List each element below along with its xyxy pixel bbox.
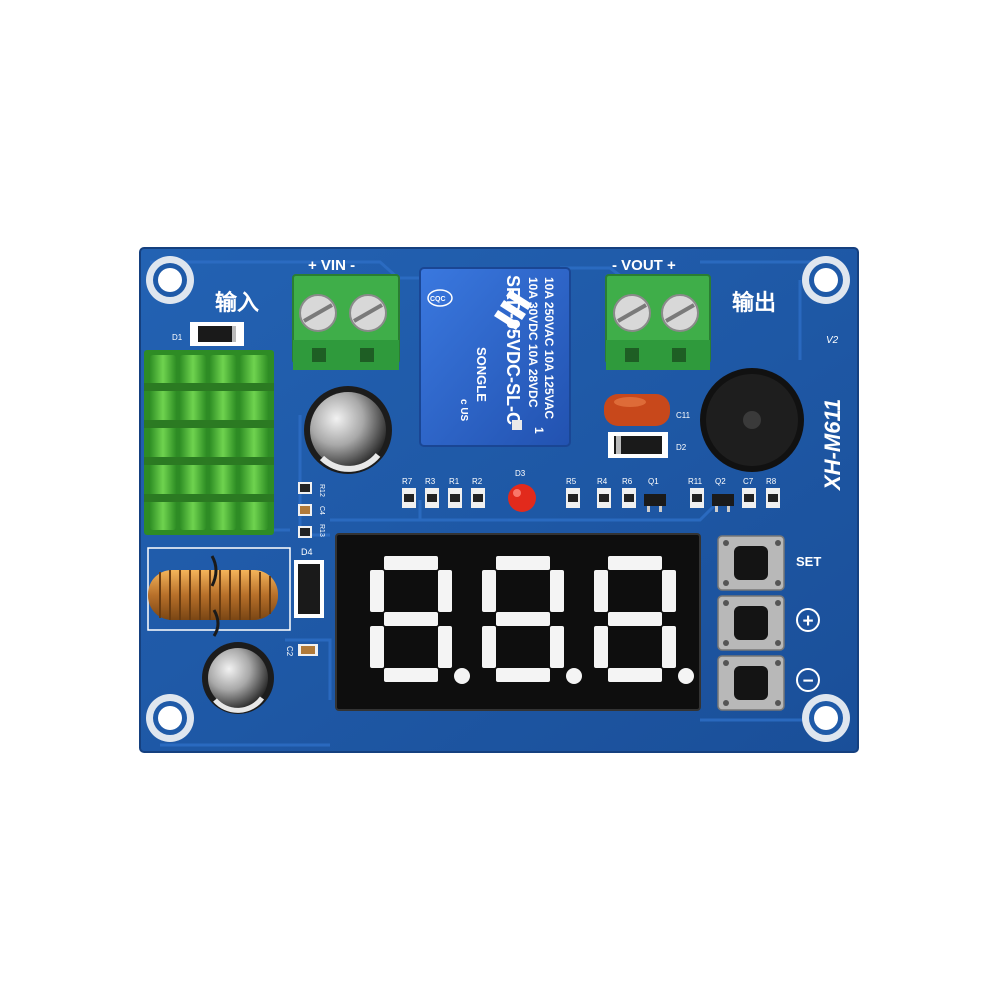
electrolytic-capacitor-small	[202, 642, 274, 714]
minus-circle-icon	[796, 668, 820, 692]
label-q2: Q2	[715, 477, 726, 486]
board-version: V2	[826, 335, 839, 346]
diode-d4: D4	[294, 547, 324, 618]
digit-2-decimal-point	[566, 668, 582, 684]
label-r3: R3	[425, 477, 436, 486]
diode-d1: D1	[172, 322, 244, 346]
transistor-q2: Q2	[712, 477, 734, 512]
songle-logo-icon	[494, 290, 532, 330]
label-r8: R8	[766, 477, 777, 486]
label-c4: C4	[318, 506, 325, 515]
digit-1-segment-f	[370, 570, 384, 612]
label-d1: D1	[172, 333, 183, 342]
digit-3-segment-e	[594, 626, 608, 668]
capacitor-c2: C2	[285, 644, 318, 657]
digit-3-segment-g	[608, 612, 662, 626]
relay-brand: SONGLE	[474, 347, 489, 402]
vin-label: + VIN -	[308, 257, 355, 274]
label-r5: R5	[566, 477, 577, 486]
minus-button[interactable]	[717, 655, 785, 711]
label-d4: D4	[301, 547, 313, 557]
relay-pin-mark: 1	[532, 427, 546, 434]
set-button-label: SET	[796, 554, 821, 569]
transistor-q1: Q1	[644, 477, 666, 512]
digit-2-segment-d	[496, 668, 550, 682]
label-r4: R4	[597, 477, 608, 486]
label-r13: R13	[318, 524, 325, 537]
digit-3-segment-c	[662, 626, 676, 668]
digit-3-decimal-point	[678, 668, 694, 684]
label-r1: R1	[449, 477, 460, 486]
digit-2-segment-b	[550, 570, 564, 612]
input-cn-label: 输入	[215, 290, 259, 316]
inductor-outline	[147, 547, 291, 631]
plus-circle-icon	[796, 608, 820, 632]
mounting-hole-br	[802, 694, 850, 742]
digit-2-segment-f	[482, 570, 496, 612]
label-c11: C11	[676, 411, 691, 420]
digit-3-segment-f	[594, 570, 608, 612]
capacitor-c11: C11	[604, 394, 691, 426]
digit-1-segment-e	[370, 626, 384, 668]
digit-1-segment-b	[438, 570, 452, 612]
relay-cert: CQC	[430, 296, 446, 303]
resistor-row: R7 R3 R1 R2 R5 R4 R6 R11 C7 R8	[402, 477, 780, 508]
mounting-hole-bl	[146, 694, 194, 742]
digit-3-segment-a	[608, 556, 662, 570]
electrolytic-capacitor-large	[304, 386, 392, 474]
digit-1-decimal-point	[454, 668, 470, 684]
smd-column-left: R12 C4 R13	[298, 482, 325, 538]
digit-2-segment-a	[496, 556, 550, 570]
input-terminal-block[interactable]	[292, 274, 400, 370]
relay-ul: c US	[458, 399, 469, 422]
vout-label: - VOUT +	[612, 257, 676, 274]
digit-1-segment-a	[384, 556, 438, 570]
output-terminal-block[interactable]	[605, 274, 711, 370]
seven-segment-display	[335, 533, 701, 711]
set-button[interactable]	[717, 535, 785, 591]
relay-rating-line2: 10A 30VDC 10A 28VDC	[526, 277, 540, 408]
buzzer	[700, 368, 804, 472]
label-c2: C2	[285, 646, 294, 657]
relay-rating-line1: 10A 250VAC 10A 125VAC	[542, 277, 556, 419]
digit-1-segment-c	[438, 626, 452, 668]
digit-2-segment-e	[482, 626, 496, 668]
digit-1-segment-d	[384, 668, 438, 682]
label-d3: D3	[515, 469, 526, 478]
led-d3: D3	[508, 469, 536, 512]
digit-3-segment-d	[608, 668, 662, 682]
toroid-inductor	[148, 555, 278, 637]
mounting-hole-tl	[146, 256, 194, 304]
plus-button-label: +	[802, 611, 813, 632]
heatsink	[144, 350, 274, 535]
label-r7: R7	[402, 477, 413, 486]
diode-d2: D2	[608, 432, 687, 458]
digit-3-segment-b	[662, 570, 676, 612]
label-r2: R2	[472, 477, 483, 486]
label-c7: C7	[743, 477, 754, 486]
digit-2-segment-c	[550, 626, 564, 668]
digit-2-segment-g	[496, 612, 550, 626]
output-cn-label: 输出	[732, 290, 776, 316]
label-r6: R6	[622, 477, 633, 486]
plus-button[interactable]	[717, 595, 785, 651]
label-d2: D2	[676, 443, 687, 452]
label-r11: R11	[688, 477, 703, 486]
cqc-mark-icon: CQC	[427, 289, 453, 307]
label-q1: Q1	[648, 477, 659, 486]
board-model: XH-M611	[820, 399, 845, 492]
digit-1-segment-g	[384, 612, 438, 626]
minus-button-label: −	[802, 671, 813, 692]
relay: 10A 250VAC 10A 125VAC 10A 30VDC 10A 28VD…	[419, 267, 571, 447]
mounting-hole-tr	[802, 256, 850, 304]
label-r12: R12	[318, 484, 325, 497]
